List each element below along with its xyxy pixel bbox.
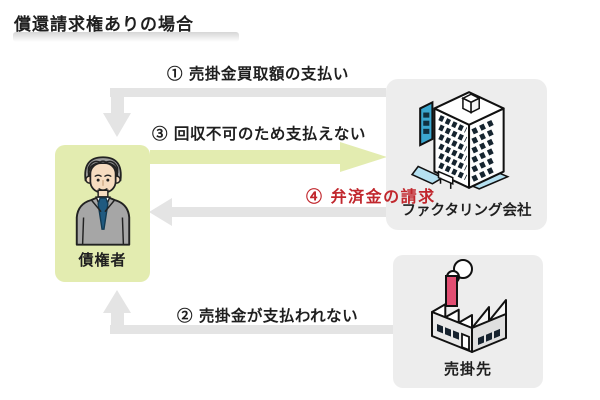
- flow-label-unpaid: ② 売掛金が支払われない: [177, 306, 359, 325]
- customer-label: 売掛先: [443, 360, 492, 378]
- flow-label-repayment-claim: ④ 弁済金の請求: [306, 187, 436, 206]
- flow-label-purchase-payment: ① 売掛金買取額の支払い: [167, 64, 349, 83]
- title-underline: [13, 32, 239, 42]
- factory-icon: [431, 259, 507, 353]
- arrow-cannot-pay-icon: [150, 142, 387, 172]
- factoring-company-card: ファクタリング会社: [386, 79, 547, 230]
- creditor-label: 債権者: [78, 251, 127, 269]
- creditor-card: 債権者: [55, 145, 150, 282]
- flow-label-cannot-pay: ③ 回収不可のため支払えない: [152, 124, 366, 143]
- factoring-company-label: ファクタリング会社: [401, 202, 532, 219]
- office-building-icon: [410, 91, 510, 190]
- businessman-icon: [75, 156, 130, 246]
- page-title: 償還請求権ありの場合: [14, 15, 194, 35]
- customer-card: 売掛先: [393, 255, 543, 388]
